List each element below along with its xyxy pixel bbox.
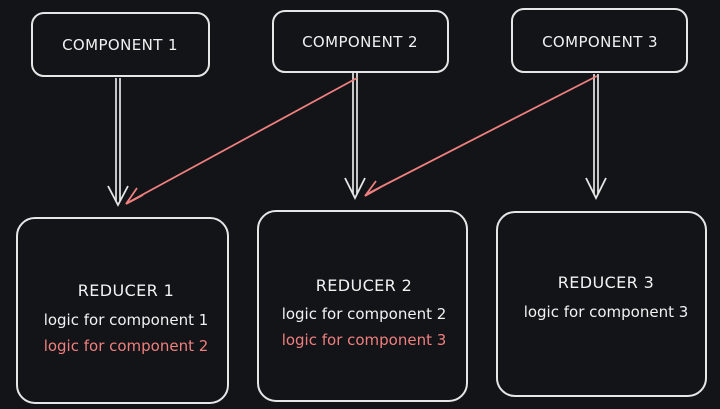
reducer-3-title: REDUCER 3	[558, 273, 655, 292]
component-3-label: COMPONENT 3	[542, 33, 658, 51]
reducer-1-title: REDUCER 1	[78, 281, 175, 300]
component-2-label: COMPONENT 2	[302, 33, 418, 51]
reducer-1-line-1: logic for component 1	[44, 311, 209, 329]
red-arrow-component-3-to-reducer-2	[364, 75, 598, 197]
reducer-2-line-1: logic for component 2	[282, 305, 447, 323]
reducer-1-highlight-line: logic for component 2	[44, 337, 209, 355]
component-3-box: COMPONENT 3	[511, 8, 688, 73]
component-2-box: COMPONENT 2	[272, 10, 449, 73]
arrow-component-3-to-reducer-3	[585, 74, 607, 201]
component-1-label: COMPONENT 1	[62, 36, 178, 54]
reducer-3-line-1: logic for component 3	[524, 303, 689, 321]
reducer-2-highlight-line: logic for component 3	[282, 331, 447, 349]
reducer-2-title: REDUCER 2	[316, 276, 413, 295]
reducer-3-box: REDUCER 3 logic for component 3	[496, 211, 707, 397]
reducer-1-box: REDUCER 1 logic for component 1 logic fo…	[16, 217, 229, 404]
red-arrow-component-2-to-reducer-1	[125, 77, 358, 205]
arrow-component-1-to-reducer-1	[107, 78, 129, 207]
arrow-component-2-to-reducer-2	[344, 73, 366, 201]
reducer-2-box: REDUCER 2 logic for component 2 logic fo…	[257, 210, 468, 402]
component-1-box: COMPONENT 1	[31, 12, 210, 77]
